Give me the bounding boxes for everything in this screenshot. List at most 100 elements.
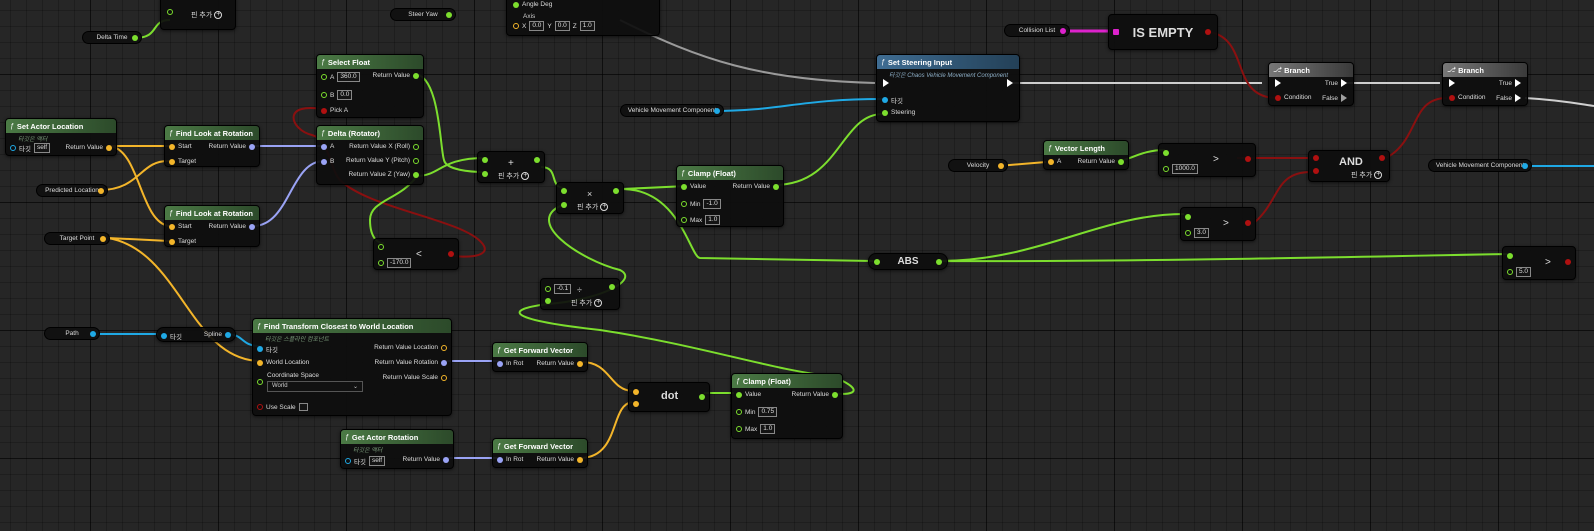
get-spline-node[interactable]: 타깃 Spline <box>156 327 236 342</box>
float-input-pin[interactable] <box>561 202 567 208</box>
greater-node[interactable]: 3.0 > <box>1180 207 1256 241</box>
return-value-pin[interactable]: Return Value <box>373 72 419 79</box>
collision-list-node[interactable]: Collision List <box>1004 24 1070 37</box>
return-value-pin[interactable]: Return Value <box>66 144 112 151</box>
use-scale-pin[interactable]: Use Scale <box>257 403 308 411</box>
bool-input-pin[interactable] <box>1313 155 1319 161</box>
branch-node[interactable]: ⎇Branch Condition True False <box>1442 62 1528 106</box>
return-value-pin[interactable]: Return Value <box>209 143 255 150</box>
dot-product-node[interactable]: dot <box>628 382 710 412</box>
divide-node[interactable]: -0.1 ÷ 핀 추가+ <box>540 278 620 310</box>
target-point-node[interactable]: Target Point <box>44 232 110 245</box>
float-input-pin[interactable]: 3.0 <box>1185 228 1210 238</box>
return-value-pin[interactable]: Return Value <box>209 223 255 230</box>
predicted-location-node[interactable]: Predicted Location <box>36 184 108 197</box>
float-input-pin[interactable] <box>874 259 880 265</box>
bool-output-pin[interactable] <box>1379 155 1385 161</box>
compare-node[interactable]: -170.0 < <box>373 238 459 270</box>
bool-output-pin[interactable] <box>1205 29 1211 35</box>
yaw-pin[interactable]: Return Value Z (Yaw) <box>348 171 419 178</box>
abs-node[interactable]: ABS <box>868 253 948 270</box>
float-input-pin[interactable]: -0.1 <box>545 284 572 294</box>
return-rotation-pin[interactable]: Return Value Rotation <box>375 359 447 366</box>
add-pin-button[interactable]: 핀 추가+ <box>571 299 603 307</box>
pick-a-pin[interactable]: Pick A <box>321 107 348 114</box>
branch-node[interactable]: ⎇Branch Condition True False <box>1268 62 1354 106</box>
steering-pin[interactable]: Steering <box>882 109 915 116</box>
float-input-pin[interactable] <box>482 157 488 163</box>
pitch-pin[interactable]: Return Value Y (Pitch) <box>346 157 419 164</box>
float-output-pin[interactable] <box>609 284 615 290</box>
coord-space-pin[interactable] <box>257 379 263 385</box>
return-value-pin[interactable]: Return Value <box>733 183 779 190</box>
add-pin-button[interactable]: 핀 추가+ <box>577 203 609 211</box>
true-exec-pin[interactable]: True <box>1325 79 1347 87</box>
float-output-pin[interactable] <box>936 259 942 265</box>
array-input-pin[interactable] <box>1113 29 1119 35</box>
vehicle-movement-component-node[interactable]: Vehicle Movement Component <box>620 104 724 117</box>
exec-input-pin[interactable] <box>1275 79 1281 87</box>
bool-output-pin[interactable] <box>1245 156 1251 162</box>
float-input-pin[interactable]: 5.0 <box>1507 267 1532 277</box>
greater-node[interactable]: 1000.0 > <box>1158 143 1256 177</box>
add-pin-button[interactable]: 핀 추가+ <box>498 172 530 180</box>
in-rot-pin[interactable]: In Rot <box>497 456 523 463</box>
exec-output-pin[interactable] <box>1007 79 1013 87</box>
float-input-pin[interactable] <box>1507 253 1513 259</box>
coord-space-dropdown[interactable]: World⌄ <box>267 381 363 392</box>
float-input-pin[interactable] <box>482 171 488 177</box>
exec-input-pin[interactable] <box>1449 79 1455 87</box>
float-input-pin[interactable] <box>545 298 551 304</box>
bool-output-pin[interactable] <box>1565 259 1571 265</box>
float-input-pin[interactable] <box>561 188 567 194</box>
target-pin[interactable]: 타깃 <box>257 344 278 354</box>
bool-output-pin[interactable] <box>1245 220 1251 226</box>
float-input-pin[interactable] <box>1185 214 1191 220</box>
add-pin-button[interactable]: 핀 추가+ <box>1351 171 1383 179</box>
add-node[interactable]: + 핀 추가+ <box>477 151 545 183</box>
return-scale-pin[interactable]: Return Value Scale <box>382 374 447 381</box>
add-pin-button[interactable]: 핀 추가+ <box>191 11 223 19</box>
return-value-pin[interactable]: Return Value <box>792 391 838 398</box>
min-pin[interactable]: Min-1.0 <box>681 199 721 209</box>
float-input-pin[interactable] <box>378 244 384 250</box>
float-input-pin[interactable] <box>1163 150 1169 156</box>
float-output-pin[interactable] <box>534 157 540 163</box>
vector-input-pin[interactable] <box>633 389 639 395</box>
target-pin[interactable]: Target <box>169 158 196 165</box>
start-pin[interactable]: Start <box>169 223 192 230</box>
exec-input-pin[interactable] <box>883 79 889 87</box>
float-output-pin[interactable] <box>613 188 619 194</box>
return-value-pin[interactable]: Return Value <box>537 456 583 463</box>
and-node[interactable]: AND 핀 추가+ <box>1308 150 1390 182</box>
condition-pin[interactable]: Condition <box>1449 94 1485 101</box>
value-pin[interactable]: Value <box>736 391 761 398</box>
start-pin[interactable]: Start <box>169 143 192 150</box>
a-pin[interactable]: A <box>321 143 334 150</box>
return-value-pin[interactable]: Return Value <box>403 456 449 463</box>
use-scale-checkbox[interactable] <box>298 403 308 411</box>
return-value-pin[interactable]: Return Value <box>1078 158 1124 165</box>
float-input-pin[interactable]: -170.0 <box>378 258 412 268</box>
value-pin[interactable]: Value <box>681 183 706 190</box>
false-exec-pin[interactable]: False <box>1322 94 1347 102</box>
